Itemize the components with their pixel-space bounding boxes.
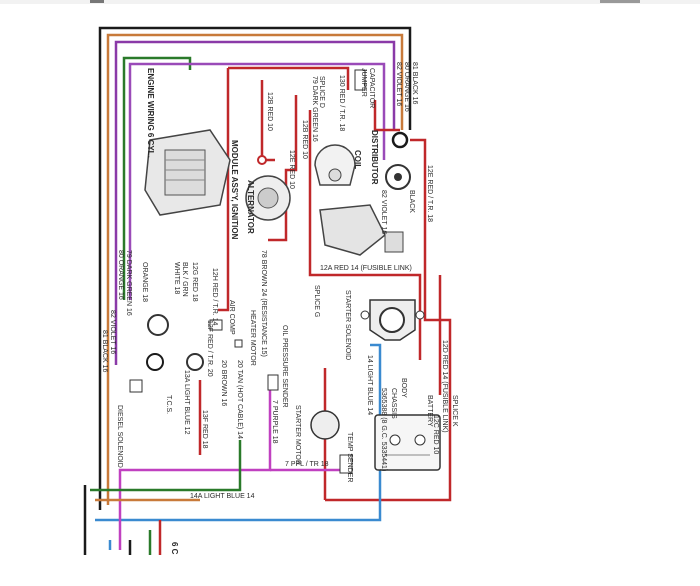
label-wire-red18-b: 12E RED / T.R. 18	[426, 165, 433, 222]
label-wire-left-violet: 82 VIOLET 16	[109, 310, 116, 354]
label-wire-black-b: BLACK	[408, 190, 415, 213]
wire-violet-2	[128, 62, 386, 300]
label-wire-orange18: ORANGE 18	[141, 262, 148, 302]
wire-violet	[114, 40, 396, 365]
label-distributor: DISTRIBUTOR	[370, 130, 379, 185]
label-wire-brown24: 78 BROWN 24 (RESISTANCE 15)	[260, 250, 267, 357]
label-wire-red10-b: 12E RED 10	[288, 150, 295, 189]
label-wire-red10-d: 12C RED 10	[432, 415, 439, 454]
label-wire-dist-violet: 82 VIOLET 16	[380, 190, 387, 234]
label-wire-tan: 20 TAN (HOT CABLE) 14	[236, 360, 243, 439]
label-air-comp: AIR COMP	[228, 300, 235, 335]
coil	[314, 144, 356, 186]
label-splice-k: SPLICE K	[451, 395, 458, 427]
harness-bundle	[98, 26, 412, 510]
label-wire-blk-grn: BLK / GRN	[181, 262, 188, 297]
wire-black	[98, 26, 412, 510]
label-wire-purple: 7 PURPLE 18	[271, 400, 278, 444]
label-alternator: ALTERNATOR	[246, 180, 255, 234]
top-scan-strip	[0, 0, 700, 4]
label-starter-motor: STARTER MOTOR	[294, 405, 301, 465]
label-wire-ppl: 7 PPL / TR 18	[285, 461, 329, 468]
label-wire-red10-a: 12B RED 10	[266, 92, 273, 131]
label-six-c: 6 C	[170, 542, 179, 555]
senders	[234, 339, 353, 474]
label-wire-black16: 81 BLACK 16	[411, 62, 418, 105]
starter-solenoid	[360, 299, 425, 341]
label-wire-red13: 13F RED 18	[201, 410, 208, 449]
label-wire-orange16: 80 ORANGE 16	[403, 62, 410, 112]
label-wire-red18: 130 RED / T.R. 18	[338, 75, 345, 131]
label-wire-blue: 13A LIGHT BLUE 12	[183, 370, 190, 435]
label-chassis: CHASSIS	[390, 388, 397, 419]
label-jumper: JUMPER	[360, 68, 367, 97]
label-battery: BATTERY	[426, 395, 433, 427]
label-wire-red-tr18: 12G RED 18	[191, 262, 198, 302]
label-engine-wiring: ENGINE WIRING 6 CYL.	[146, 68, 155, 158]
label-wire-lightblue: 14A LIGHT BLUE 14	[190, 493, 255, 500]
label-wire-dkgreen: 79 DARK GREEN 16	[311, 76, 318, 142]
label-wire-fusible2: 12D RED 14 (FUSIBLE LINK)	[441, 340, 448, 433]
label-tcs: T.C.S.	[165, 395, 172, 414]
label-wire-left-green: 79 DARK GREEN 16	[125, 250, 132, 316]
label-layer: ENGINE WIRING 6 CYL. MODULE ASS'Y, IGNIT…	[101, 62, 458, 555]
label-body: BODY	[400, 378, 407, 398]
label-chassis-ref: 5365388 (8 G.C. 5335441)	[380, 388, 387, 471]
capacitor	[354, 69, 409, 149]
label-wire-red10-c: 12B RED 10	[301, 120, 308, 159]
starter-motor	[310, 410, 340, 440]
label-temp-sender: TEMP SENDER	[346, 432, 353, 482]
label-wire-red-tr: 12F RED / T.R. 20	[206, 320, 213, 377]
label-wire-lightblue2: 14 LIGHT BLUE 14	[366, 355, 373, 415]
bottom-harness	[83, 440, 242, 555]
alternator	[245, 155, 291, 221]
label-coil: COIL	[353, 150, 362, 169]
connectors	[129, 314, 223, 393]
label-wire-violet16: 82 VIOLET 16	[395, 62, 402, 106]
label-wire-left-black: 81 BLACK 16	[101, 330, 108, 373]
distributor	[319, 164, 411, 256]
battery	[374, 414, 441, 471]
label-wire-white18: WHITE 18	[173, 262, 180, 294]
label-module: MODULE ASS'Y, IGNITION	[230, 140, 239, 240]
label-splice-d: SPLICE D	[318, 76, 325, 108]
wire-orange	[106, 33, 404, 505]
label-wire-left-orange: 80 ORANGE 16	[117, 250, 124, 300]
purple-circuits	[118, 390, 345, 550]
ignition-module	[144, 129, 231, 216]
label-capacitor: CAPACITOR	[368, 68, 375, 108]
label-starter-solenoid: STARTER SOLENOID	[344, 290, 351, 360]
label-wire-fusible: 12A RED 14 (FUSIBLE LINK)	[320, 265, 412, 272]
label-splice-g: SPLICE G	[313, 285, 320, 317]
label-oil-sender: OIL PRESSURE SENDER	[281, 325, 288, 408]
label-wire-brown16: 20 BROWN 16	[220, 360, 227, 406]
label-heater: HEATER MOTOR	[249, 310, 256, 366]
label-wire-red-tr14: 12H RED / T.R. 14	[211, 268, 218, 326]
label-diesel: DIESEL SOLENOID	[116, 405, 123, 468]
